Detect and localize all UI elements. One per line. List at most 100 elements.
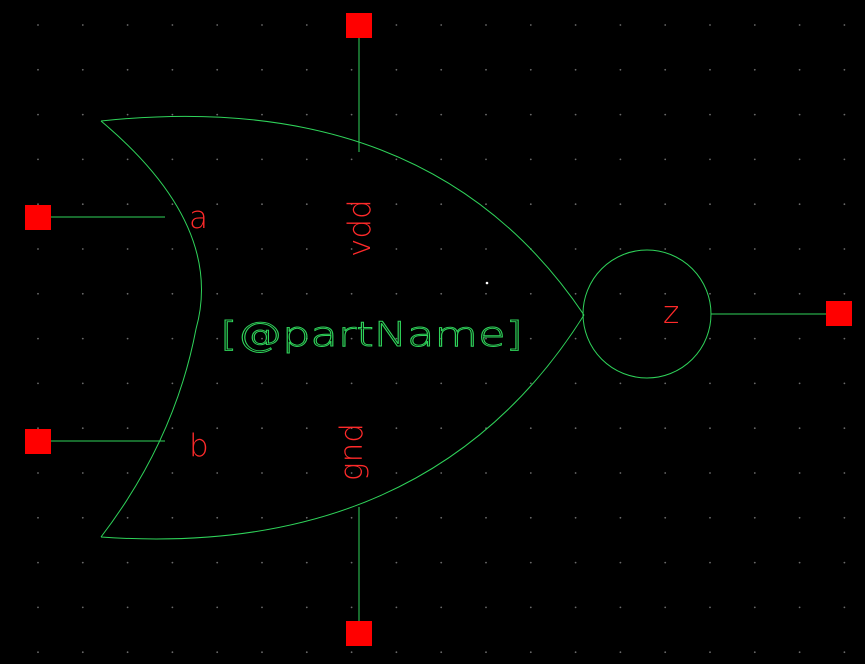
grid-dot: [529, 203, 532, 206]
grid-dot: [305, 248, 308, 250]
grid-dot: [619, 24, 622, 26]
grid-dot: [81, 516, 84, 519]
grid-dot: [529, 24, 532, 26]
grid-dot: [216, 203, 219, 206]
grid-dot: [81, 158, 84, 161]
grid-dot: [305, 24, 308, 26]
pin-b-terminal[interactable]: [25, 429, 51, 454]
grid-dot: [126, 382, 129, 385]
grid-dot: [619, 651, 622, 654]
grid-dot: [440, 382, 443, 385]
pin-label-gnd: gnd: [334, 423, 370, 481]
grid-dot: [395, 68, 398, 71]
grid-dot: [81, 561, 84, 564]
grid-dot: [709, 337, 711, 340]
grid-dot: [126, 24, 129, 26]
pin-label-b: b: [189, 428, 209, 464]
grid-dot: [81, 68, 84, 71]
grid-dot: [664, 606, 667, 609]
grid-dot: [440, 158, 443, 161]
grid-dot: [485, 292, 487, 295]
grid-dot: [619, 337, 622, 340]
grid-dot: [126, 113, 129, 116]
grid-dot: [798, 427, 801, 430]
grid-dot: [37, 516, 39, 519]
grid-dot: [305, 203, 308, 206]
grid-dot: [709, 472, 711, 474]
grid-dot: [37, 203, 39, 206]
grid-dot: [798, 516, 801, 519]
grid-dot: [350, 158, 353, 161]
pin-vdd-terminal[interactable]: [346, 13, 372, 38]
grid-dot: [395, 248, 398, 250]
grid-dot: [305, 337, 308, 340]
grid-dot: [709, 113, 711, 116]
grid-dot: [261, 292, 263, 295]
grid-dot: [305, 651, 308, 654]
grid-dot: [81, 472, 84, 474]
grid-dot: [37, 606, 39, 609]
grid-dot: [171, 561, 174, 564]
grid-dot: [37, 337, 39, 340]
grid-dot: [753, 68, 756, 71]
pin-z-terminal[interactable]: [826, 301, 852, 326]
grid-dot: [485, 203, 487, 206]
grid-dot: [395, 382, 398, 385]
grid-dot: [529, 472, 532, 474]
grid-dot: [709, 203, 711, 206]
grid-dot: [485, 158, 487, 161]
grid-dot: [843, 113, 846, 116]
pin-a-terminal[interactable]: [25, 205, 51, 230]
grid-dot: [843, 68, 846, 71]
grid-dot: [440, 337, 443, 340]
grid-dot: [664, 516, 667, 519]
grid-dot: [37, 561, 39, 564]
gate-input-curve: [100, 120, 202, 538]
grid-dot: [305, 382, 308, 385]
grid-dot: [261, 472, 263, 474]
grid-dot: [709, 248, 711, 250]
grid-dot: [529, 292, 532, 295]
gate-bottom-curve: [100, 314, 585, 540]
grid-dot: [529, 651, 532, 654]
grid-dot: [261, 427, 263, 430]
pin-squares[interactable]: [25, 13, 852, 646]
grid-dot: [843, 248, 846, 250]
grid-dot: [440, 561, 443, 564]
grid-dot: [798, 561, 801, 564]
grid-dot: [798, 606, 801, 609]
grid-dot: [574, 606, 577, 609]
grid-dot: [709, 651, 711, 654]
grid-dot: [753, 158, 756, 161]
grid-dot: [753, 337, 756, 340]
grid-dot: [171, 113, 174, 116]
pin-gnd-terminal[interactable]: [346, 621, 372, 646]
grid-dot: [395, 651, 398, 654]
grid-dot: [619, 113, 622, 116]
grid-dot: [216, 248, 219, 250]
pin-label-a: a: [189, 200, 208, 236]
grid-dot: [37, 651, 39, 654]
grid-dot: [440, 113, 443, 116]
grid-dot: [216, 292, 219, 295]
grid-dot: [753, 248, 756, 250]
grid-dot: [261, 203, 263, 206]
grid-dot: [574, 203, 577, 206]
grid-dot: [709, 68, 711, 71]
grid-dot: [619, 158, 622, 161]
grid-dot: [485, 68, 487, 71]
grid-dot: [798, 24, 801, 26]
grid-dot: [37, 24, 39, 26]
grid-dot: [126, 68, 129, 71]
grid-dot: [171, 248, 174, 250]
grid-dot: [753, 561, 756, 564]
grid-dot: [171, 337, 174, 340]
grid-dot: [305, 427, 308, 430]
grid-dot: [619, 427, 622, 430]
grid-dot: [440, 203, 443, 206]
grid-dot: [798, 382, 801, 385]
grid-dot: [529, 113, 532, 116]
grid-dot: [529, 382, 532, 385]
grid-dot: [843, 158, 846, 161]
